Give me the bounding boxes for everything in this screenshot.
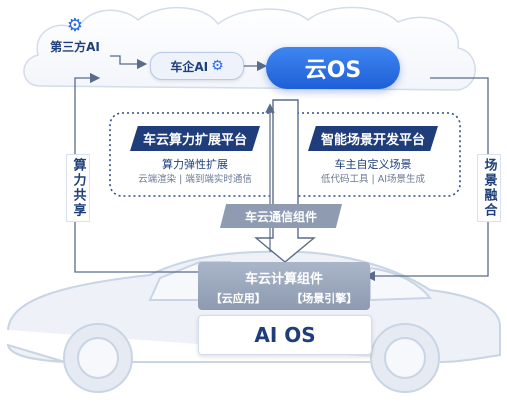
- oem-ai-badge: 车企AI ⚙: [150, 52, 244, 80]
- ai-os-box: AI OS: [198, 315, 372, 355]
- third-party-ai-label: 第三方AI: [50, 39, 100, 54]
- platform-scene-title: 智能场景开发平台: [308, 126, 438, 151]
- brain-icon: ⚙: [66, 14, 84, 36]
- comm-component-label: 车云通信组件: [220, 204, 342, 228]
- side-label-scene-fusion: 场景融合: [477, 154, 501, 222]
- oem-ai-label: 车企AI: [170, 59, 209, 74]
- compute-item-cloud-app: 【云应用】: [210, 292, 266, 305]
- platform-compute-detail: 云端渲染 | 端到端实时通信: [138, 174, 252, 185]
- compute-component-title: 车云计算组件: [244, 272, 323, 287]
- compute-component-box: 车云计算组件 【云应用】 【场景引擎】: [198, 262, 370, 310]
- third-party-ai-badge: ⚙ 第三方AI: [38, 8, 112, 63]
- side-label-compute-sharing: 算力共享: [66, 154, 90, 222]
- cloud-os-label: 云OS: [304, 58, 362, 83]
- platform-compute-title: 车云算力扩展平台: [130, 126, 260, 151]
- brain-icon: ⚙: [211, 58, 224, 74]
- platform-scene-detail: 低代码工具 | AI场景生成: [320, 174, 426, 185]
- cloud-os-node: 云OS: [266, 47, 400, 89]
- platform-scene-subtitle: 车主自定义场景: [334, 158, 412, 171]
- compute-item-scene-engine: 【场景引擎】: [291, 292, 358, 305]
- platform-compute-subtitle: 算力弹性扩展: [162, 158, 228, 171]
- ai-os-label: AI OS: [254, 323, 316, 347]
